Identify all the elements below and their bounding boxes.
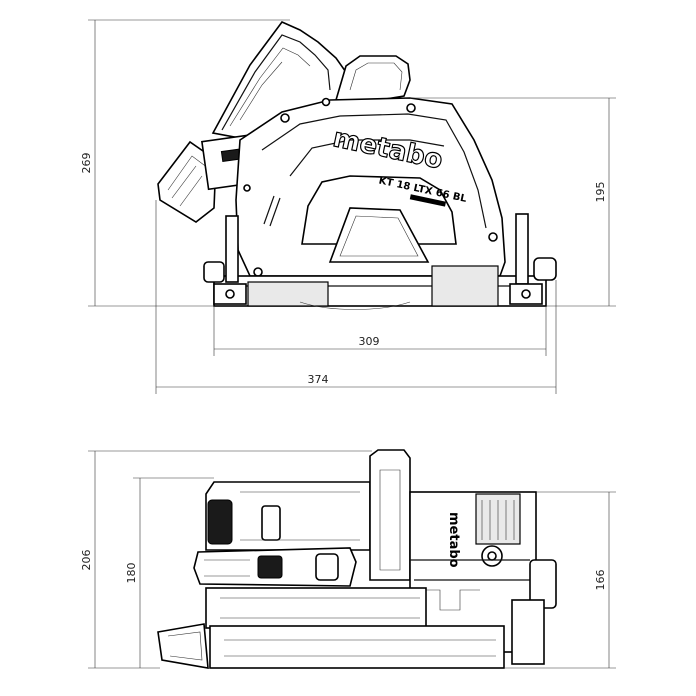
motor-housing — [235, 97, 506, 277]
rear-handle — [334, 55, 411, 101]
side-dimension-lines — [88, 19, 616, 394]
side-view: metabo KT 18 LTX 66 BL — [80, 19, 616, 394]
base-rail-top — [157, 587, 505, 669]
base-adjust-knobs — [203, 213, 557, 305]
chip-chute — [157, 133, 260, 223]
battery-pack — [205, 481, 371, 551]
dim-total-length: 374 — [308, 373, 329, 386]
dim-body-depth: 180 — [125, 563, 138, 584]
dim-height-to-motor: 195 — [594, 182, 607, 203]
top-rear-handle — [369, 449, 411, 581]
top-dimension-lines — [88, 450, 616, 669]
dim-base-length: 309 — [359, 335, 380, 348]
model-sub-badge — [409, 194, 447, 207]
base-plate — [213, 265, 547, 310]
dim-total-depth: 206 — [80, 550, 93, 571]
dim-guide-depth: 166 — [594, 570, 607, 591]
dim-total-height: 269 — [80, 153, 93, 174]
top-brand-logo: metabo — [446, 512, 461, 568]
grip-block — [193, 547, 357, 587]
top-view: metabo 206 180 166 — [80, 449, 616, 669]
